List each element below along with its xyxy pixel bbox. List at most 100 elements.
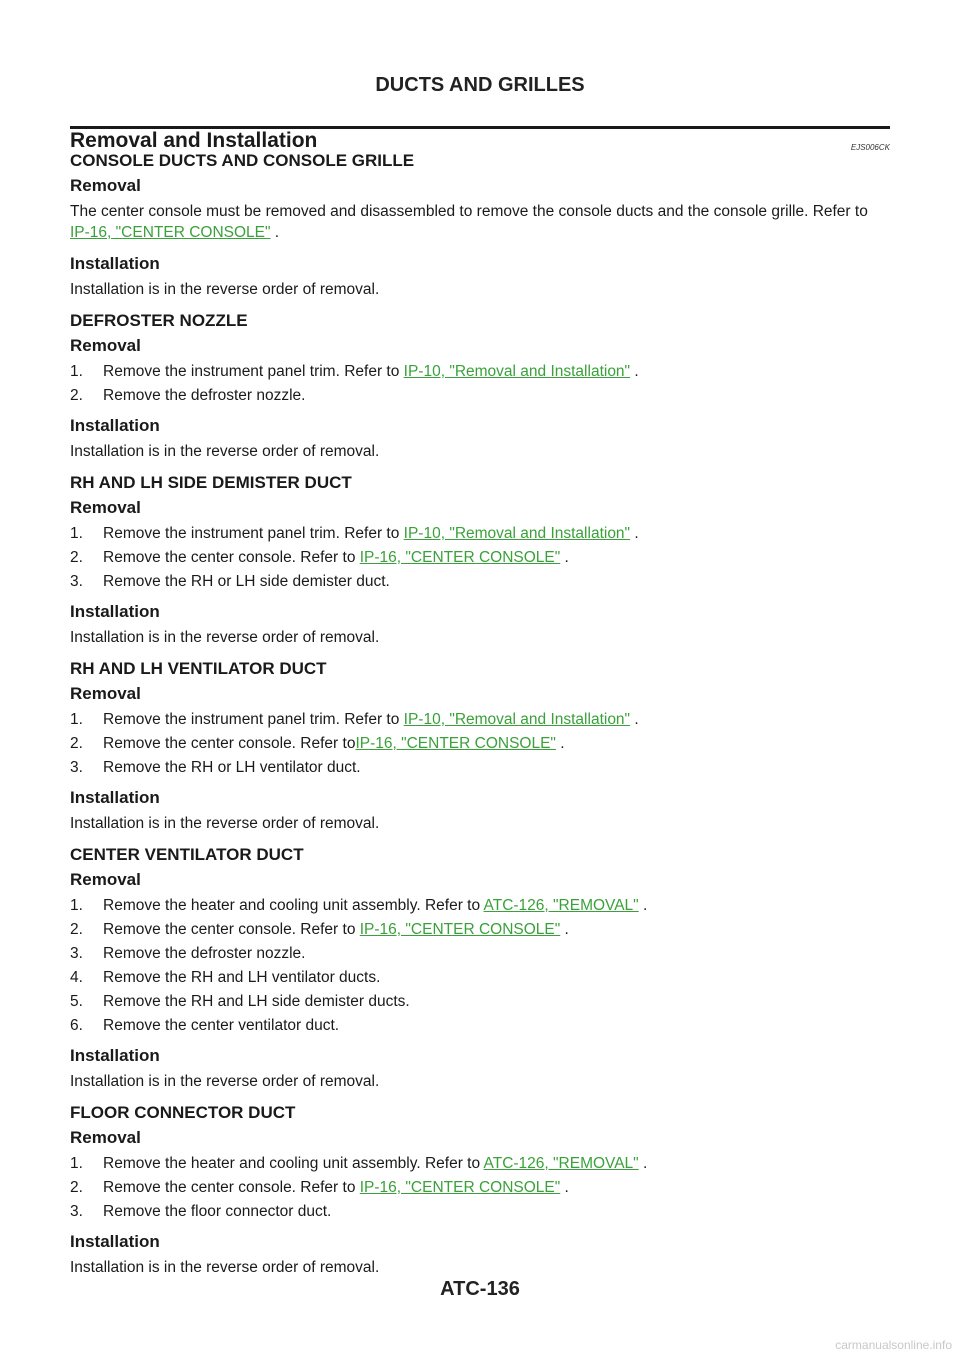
- step-item: 3. Remove the RH or LH ventilator duct.: [70, 757, 890, 778]
- block-ventilator-duct: RH AND LH VENTILATOR DUCT Removal 1.Remo…: [70, 659, 890, 834]
- block-console-ducts: CONSOLE DUCTS AND CONSOLE GRILLE Removal…: [70, 151, 890, 300]
- step-item: 1.Remove the instrument panel trim. Refe…: [70, 709, 890, 730]
- step-text: Remove the heater and cooling unit assem…: [103, 1155, 484, 1172]
- step-text-post: .: [560, 1179, 569, 1196]
- step-number: 3.: [70, 1203, 83, 1220]
- step-item: 4. Remove the RH and LH ventilator ducts.: [70, 967, 890, 988]
- page-header: DUCTS AND GRILLES: [375, 74, 585, 96]
- removal-paragraph: The center console must be removed and d…: [70, 201, 890, 243]
- removal-label: Removal: [70, 498, 141, 517]
- reference-link[interactable]: IP-16, "CENTER CONSOLE": [359, 1179, 561, 1196]
- step-text: Remove the defroster nozzle.: [103, 387, 306, 404]
- section-title: Removal and Installation: [70, 129, 318, 152]
- block-floor-connector-duct: FLOOR CONNECTOR DUCT Removal 1. Remove th…: [70, 1103, 890, 1278]
- step-text: Remove the instrument panel trim. Refer …: [103, 363, 404, 380]
- step-number: 2.: [70, 549, 83, 566]
- step-text: Remove the RH and LH side demister ducts…: [103, 993, 410, 1010]
- step-item: 2. Remove the center console. Refer to IP…: [70, 1177, 890, 1198]
- removal-steps: 1.Remove the instrument panel trim. Refe…: [70, 709, 890, 778]
- removal-text-post: .: [270, 224, 280, 241]
- removal-label: Removal: [70, 1128, 141, 1147]
- reference-link[interactable]: IP-16, "CENTER CONSOLE": [70, 224, 271, 241]
- step-text: Remove the center console. Refer to: [103, 1179, 360, 1196]
- installation-text: Installation is in the reverse order of …: [70, 1073, 380, 1090]
- step-item: 1.Remove the heater and cooling unit ass…: [70, 895, 890, 916]
- section-header: Removal and Installation EJS006CK: [70, 126, 890, 152]
- reference-link[interactable]: IP-10, "Removal and Installation": [403, 525, 631, 542]
- removal-label: Removal: [70, 176, 141, 195]
- step-text: Remove the defroster nozzle.: [103, 945, 306, 962]
- step-text: Remove the instrument panel trim. Refer …: [103, 525, 404, 542]
- step-number: 1.: [70, 525, 83, 542]
- reference-link[interactable]: ATC-126, "REMOVAL": [483, 897, 639, 914]
- removal-text: The center console must be removed and d…: [70, 203, 868, 220]
- installation-label: Installation: [70, 788, 160, 807]
- block-side-demister-duct: RH AND LH SIDE DEMISTER DUCT Removal 1. R…: [70, 473, 890, 648]
- watermark: carmanualsonline.info: [835, 1338, 952, 1352]
- installation-label: Installation: [70, 1232, 160, 1251]
- installation-text: Installation is in the reverse order of …: [70, 1259, 380, 1276]
- reference-link[interactable]: IP-10, "Removal and Installation": [403, 711, 631, 728]
- step-text: Remove the instrument panel trim. Refer …: [103, 711, 404, 728]
- removal-steps: 1. Remove the instrument panel trim. Refe…: [70, 523, 890, 592]
- step-text: Remove the floor connector duct.: [103, 1203, 332, 1220]
- installation-text: Installation is in the reverse order of …: [70, 629, 380, 646]
- step-text: Remove the RH or LH ventilator duct.: [103, 759, 361, 776]
- block-defroster-nozzle: DEFROSTER NOZZLE Removal 1. Remove the in…: [70, 311, 890, 462]
- step-item: 3. Remove the defroster nozzle.: [70, 943, 890, 964]
- step-text: Remove the center ventilator duct.: [103, 1017, 340, 1034]
- step-number: 1.: [70, 363, 83, 380]
- step-number: 6.: [70, 1017, 83, 1034]
- block-heading: DEFROSTER NOZZLE: [70, 311, 248, 330]
- reference-link[interactable]: IP-16, "CENTER CONSOLE": [355, 735, 556, 752]
- step-item: 3. Remove the RH or LH side demister duct…: [70, 571, 890, 592]
- step-item: 2. Remove the center console. Refer to IP…: [70, 547, 890, 568]
- step-number: 3.: [70, 945, 83, 962]
- installation-label: Installation: [70, 1046, 160, 1065]
- step-number: 2.: [70, 735, 83, 752]
- removal-steps: 1.Remove the heater and cooling unit ass…: [70, 895, 890, 1036]
- step-item: 1. Remove the instrument panel trim. Refe…: [70, 361, 890, 382]
- block-heading: CENTER VENTILATOR DUCT: [70, 845, 304, 864]
- removal-steps: 1. Remove the instrument panel trim. Refe…: [70, 361, 890, 406]
- removal-label: Removal: [70, 336, 141, 355]
- step-text: Remove the center console. Refer to: [103, 735, 356, 752]
- step-text-post: .: [630, 525, 639, 542]
- step-item: 2.Remove the defroster nozzle.: [70, 385, 890, 406]
- step-number: 3.: [70, 759, 83, 776]
- reference-link[interactable]: IP-16, "CENTER CONSOLE": [359, 549, 561, 566]
- step-item: 1. Remove the instrument panel trim. Refe…: [70, 523, 890, 544]
- step-number: 2.: [70, 1179, 83, 1196]
- reference-link[interactable]: IP-16, "CENTER CONSOLE": [359, 921, 561, 938]
- step-text: Remove the center console. Refer to: [103, 549, 360, 566]
- step-text: Remove the RH or LH side demister duct.: [103, 573, 390, 590]
- step-number: 1.: [70, 1155, 83, 1172]
- document-body: CONSOLE DUCTS AND CONSOLE GRILLE Removal…: [70, 151, 890, 1289]
- step-text-post: .: [560, 921, 569, 938]
- step-number: 3.: [70, 573, 83, 590]
- step-text: Remove the RH and LH ventilator ducts.: [103, 969, 381, 986]
- step-number: 4.: [70, 969, 83, 986]
- step-text-post: .: [638, 897, 648, 914]
- step-number: 2.: [70, 921, 83, 938]
- step-text-post: .: [555, 735, 565, 752]
- page-number: ATC-136: [440, 1278, 520, 1300]
- step-item: 2. Remove the center console. Refer to IP…: [70, 919, 890, 940]
- block-heading: RH AND LH SIDE DEMISTER DUCT: [70, 473, 352, 492]
- block-heading: FLOOR CONNECTOR DUCT: [70, 1103, 296, 1122]
- step-number: 1.: [70, 897, 83, 914]
- step-text-post: .: [630, 711, 639, 728]
- block-center-ventilator-duct: CENTER VENTILATOR DUCT Removal 1.Remove …: [70, 845, 890, 1092]
- installation-text: Installation is in the reverse order of …: [70, 443, 380, 460]
- installation-text: Installation is in the reverse order of …: [70, 815, 380, 832]
- reference-link[interactable]: IP-10, "Removal and Installation": [403, 363, 631, 380]
- installation-text: Installation is in the reverse order of …: [70, 281, 380, 298]
- block-heading: CONSOLE DUCTS AND CONSOLE GRILLE: [70, 151, 415, 170]
- step-text: Remove the center console. Refer to: [103, 921, 360, 938]
- reference-link[interactable]: ATC-126, "REMOVAL": [483, 1155, 639, 1172]
- step-item: 5.Remove the RH and LH side demister duc…: [70, 991, 890, 1012]
- installation-label: Installation: [70, 416, 160, 435]
- installation-label: Installation: [70, 602, 160, 621]
- installation-label: Installation: [70, 254, 160, 273]
- section-code: EJS006CK: [850, 143, 890, 152]
